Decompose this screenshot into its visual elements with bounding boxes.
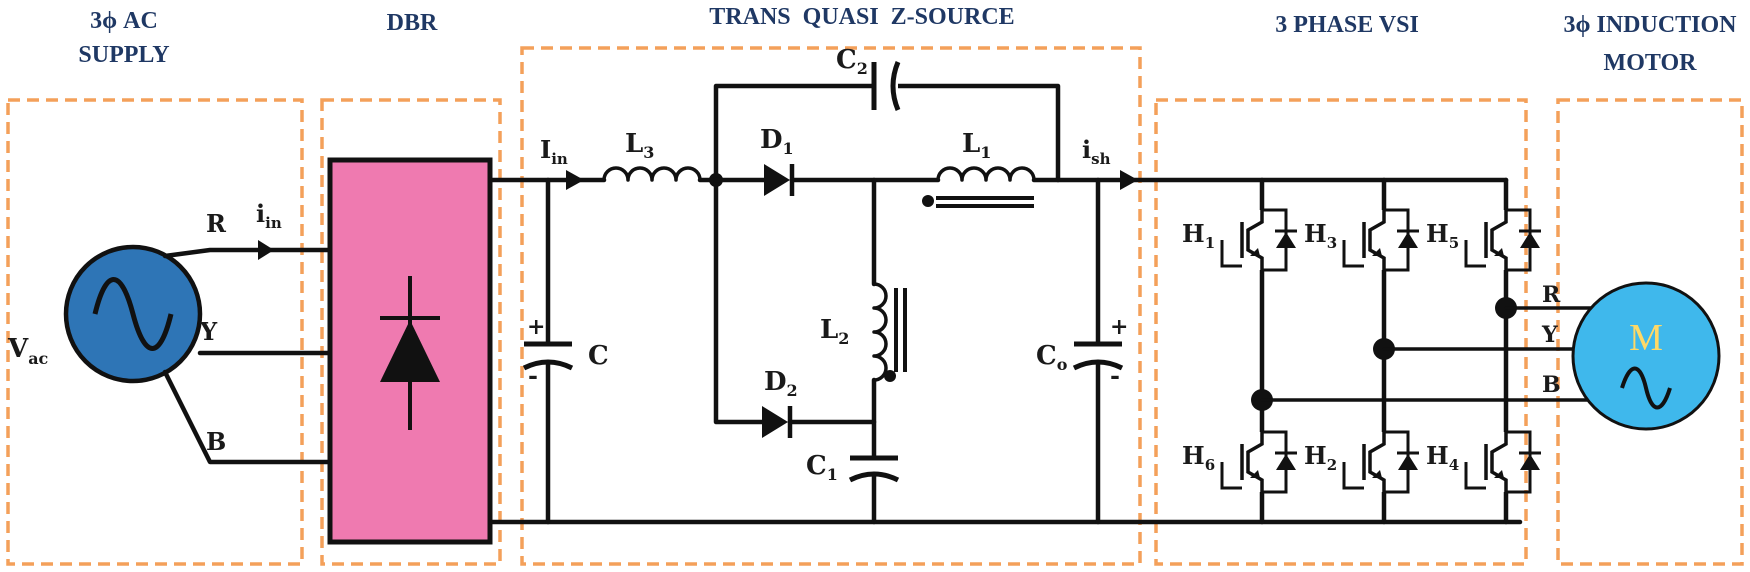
tqzs-title: TRANS QUASI Z-SOURCE	[709, 4, 1014, 30]
igbt-h2-label: H2	[1304, 441, 1337, 474]
diode-d1	[764, 164, 790, 196]
igbt-h1-label: H1	[1182, 219, 1215, 252]
igbt-h6: H6	[1182, 428, 1297, 496]
inductor-l3	[602, 166, 702, 182]
igbt-h2: H2	[1304, 428, 1419, 496]
motor-title-line1: 3ϕ INDUCTION	[1564, 12, 1738, 38]
phase-r-label-motor: R	[1542, 282, 1561, 308]
phase-b-label-source: B	[206, 427, 226, 456]
ac-source	[63, 244, 203, 384]
motor-title-line2: MOTOR	[1604, 50, 1698, 76]
igbt-h3-label: H3	[1304, 219, 1337, 252]
phase-y-label-motor: Y	[1541, 322, 1558, 348]
cap-co-minus: -	[1110, 361, 1120, 390]
sine-wave-icon	[92, 277, 174, 351]
motor-label: M	[1629, 317, 1663, 359]
dbr-title: DBR	[387, 10, 438, 36]
igbt-h5: H5	[1426, 206, 1541, 274]
arrow-i-in-large	[566, 170, 584, 190]
vac-label: Vac	[7, 334, 49, 368]
supply-title-line1: 3ϕ AC	[90, 8, 158, 34]
l2-label: L2	[820, 315, 849, 348]
igbt-h4: H4	[1426, 428, 1541, 496]
l3-label: L3	[625, 129, 654, 162]
phase-y-label-source: Y	[199, 317, 218, 346]
phase-b-label-motor: B	[1542, 372, 1561, 398]
vsi-title: 3 PHASE VSI	[1275, 12, 1419, 38]
dbr-box	[320, 98, 502, 566]
supply-title-line2: SUPPLY	[78, 42, 169, 68]
i-in-large-label: Iin	[540, 135, 568, 168]
diode-d2	[762, 406, 788, 438]
arrow-i-in-small	[258, 240, 274, 260]
wire-d2-branch	[713, 177, 765, 425]
l1-polarity-dot	[922, 195, 934, 207]
cap-c-label: C	[588, 341, 609, 371]
induction-motor-box	[1556, 98, 1744, 566]
motor-sine-icon	[1620, 366, 1672, 410]
l1-label: L1	[962, 129, 991, 162]
c2-label: C2	[836, 45, 868, 78]
wire-phase-r	[162, 247, 333, 259]
i-sh-label: ish	[1082, 135, 1111, 168]
inductor-l1	[936, 166, 1036, 182]
i-in-small-label: iin	[256, 199, 282, 232]
igbt-h3: H3	[1304, 206, 1419, 274]
igbt-h5-label: H5	[1426, 219, 1459, 252]
cap-c-minus: -	[528, 361, 538, 390]
igbt-h4-label: H4	[1426, 441, 1459, 474]
cap-c2-plate-right	[890, 61, 901, 111]
cap-c-plus: +	[527, 314, 545, 340]
motor-circle	[1571, 281, 1721, 431]
d1-label: D1	[760, 125, 794, 158]
cap-c-plate-bottom	[522, 359, 574, 371]
phase-r-label-source: R	[206, 209, 227, 238]
d2-label: D2	[764, 367, 798, 400]
trans-quasi-z-source-box	[520, 46, 1142, 566]
igbt-h1: H1	[1182, 206, 1297, 274]
ac-supply-box	[6, 98, 304, 566]
wire-phase-b	[162, 369, 333, 465]
cap-co-plus: +	[1110, 314, 1128, 340]
diode-icon	[380, 276, 440, 430]
igbt-h6-label: H6	[1182, 441, 1215, 474]
c1-label: C1	[806, 451, 838, 484]
co-label: Co	[1036, 341, 1068, 374]
l2-polarity-dot	[884, 370, 896, 382]
vsi-box	[1154, 98, 1528, 566]
inductor-l2	[872, 282, 888, 382]
